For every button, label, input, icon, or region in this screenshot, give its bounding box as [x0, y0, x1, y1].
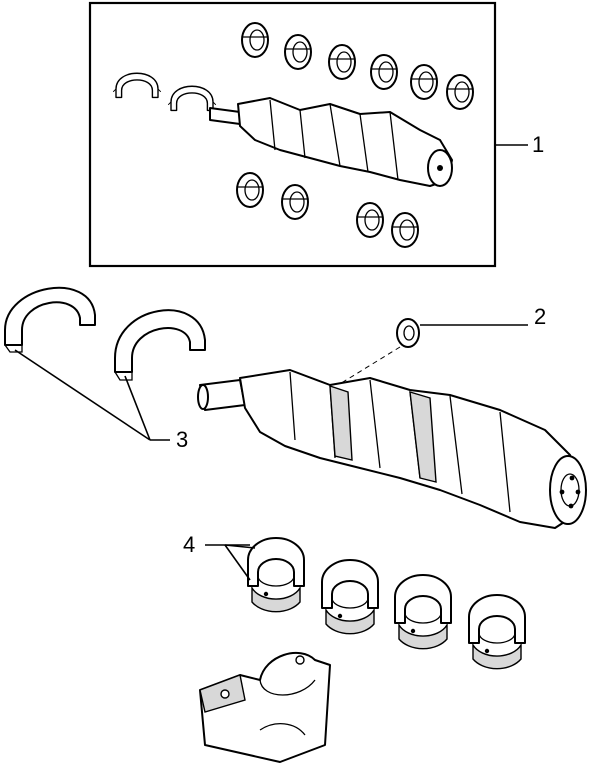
callout-3: 3: [176, 427, 188, 452]
crankshaft-icon: [197, 369, 587, 529]
sensor-ring-icon: [396, 318, 420, 348]
thrust-washer-icon: [4, 286, 206, 381]
callout-2: 2: [534, 304, 546, 329]
bearing-cap-icon: [199, 651, 331, 763]
kit-crankshaft-icon: [209, 97, 453, 187]
callout-4: 4: [183, 532, 195, 557]
crankshaft-kit-box: 1: [88, 1, 544, 268]
main-bearing-shell-icon: [247, 537, 526, 670]
callout-1: 1: [532, 132, 544, 157]
